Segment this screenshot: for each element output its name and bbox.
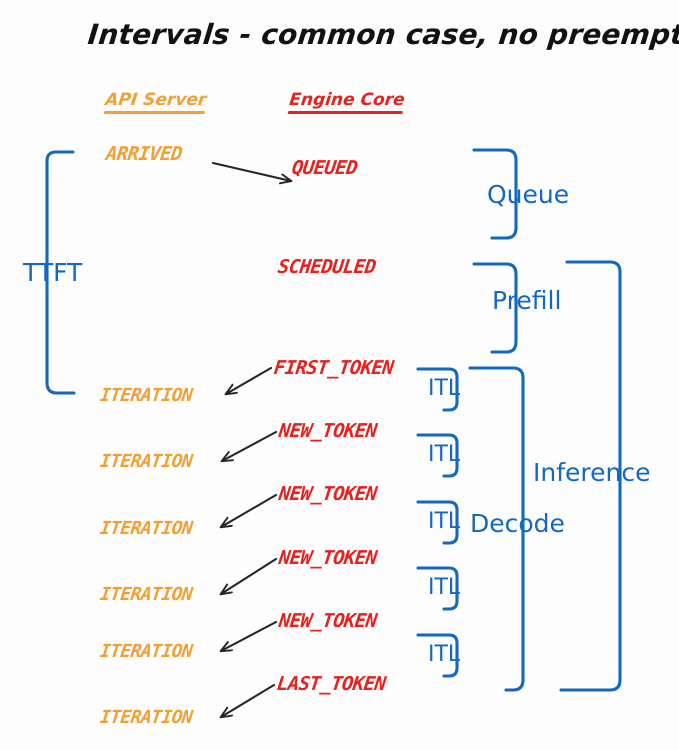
bracket-itl-2 xyxy=(416,433,459,478)
interval-label-decode: Decode xyxy=(470,509,565,538)
arrow-first-token-to-iteration-1 xyxy=(226,366,273,394)
bracket-ttft xyxy=(45,150,76,395)
interval-label-inference: Inference xyxy=(533,458,651,487)
bracket-inference xyxy=(559,260,622,692)
interval-label-itl-5: ITL xyxy=(428,642,461,667)
bracket-decode xyxy=(468,366,525,692)
arrow-new-token-2-to-iteration-3 xyxy=(221,493,278,527)
interval-label-itl-1: ITL xyxy=(428,376,461,401)
bracket-queue xyxy=(472,148,518,240)
arrow-new-token-3-to-iteration-4 xyxy=(221,557,278,594)
arrow-new-token-1-to-iteration-2 xyxy=(222,430,278,461)
bracket-itl-1 xyxy=(416,367,459,412)
interval-label-itl-3: ITL xyxy=(428,509,461,534)
bracket-itl-4 xyxy=(416,566,459,611)
interval-label-prefill: Prefill xyxy=(492,286,562,315)
interval-label-queue: Queue xyxy=(487,180,570,209)
bracket-itl-5 xyxy=(416,633,459,678)
arrow-last-token-to-iteration-6 xyxy=(221,683,276,717)
interval-label-ttft: TTFT xyxy=(23,258,83,287)
bracket-prefill xyxy=(472,262,518,354)
interval-label-itl-2: ITL xyxy=(428,442,461,467)
arrow-arrived-to-queued xyxy=(211,161,291,181)
bracket-itl-3 xyxy=(416,500,459,545)
arrow-new-token-4-to-iteration-5 xyxy=(221,620,278,651)
interval-label-itl-4: ITL xyxy=(428,575,461,600)
